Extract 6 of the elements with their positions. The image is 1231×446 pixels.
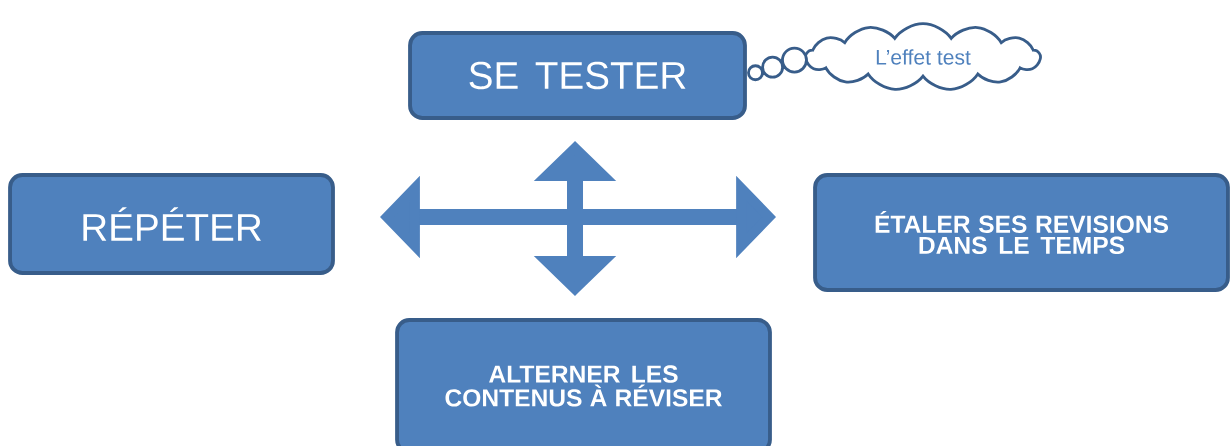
process-box: ALTERNER LES CONTENUS À RÉVISER (395, 318, 772, 446)
thought-bubbles (747, 46, 808, 82)
process-box: SE TESTER (408, 31, 747, 120)
process-box: ÉTALER SES REVISIONS DANS LE TEMPS (813, 173, 1230, 292)
process-box: RÉPÉTER (8, 173, 335, 275)
thought-cloud: L’effet test (804, 22, 1042, 91)
